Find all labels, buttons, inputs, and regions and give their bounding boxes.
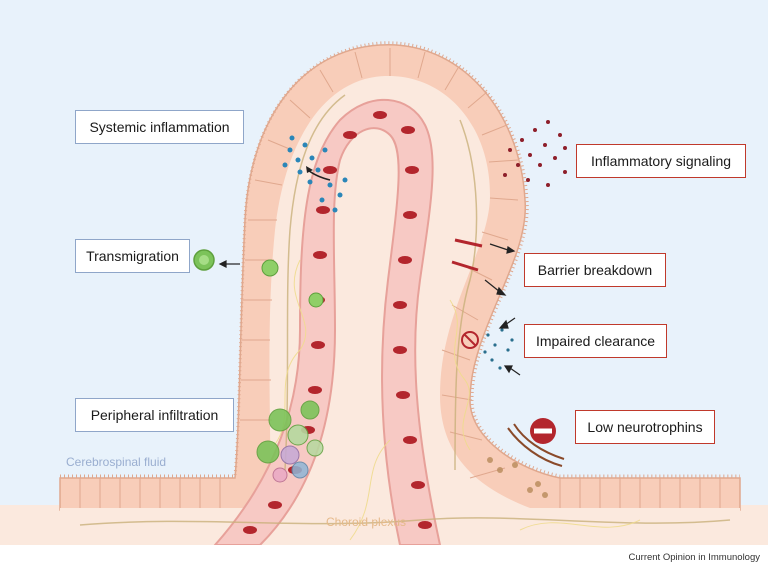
label-systemic-inflammation: Systemic inflammation xyxy=(75,110,244,144)
label-transmigration: Transmigration xyxy=(75,239,190,273)
region-label-csf: Cerebrospinal fluid xyxy=(66,455,167,469)
label-impaired-clearance: Impaired clearance xyxy=(524,324,667,358)
barrier-breakdown-marks xyxy=(451,238,483,272)
label-barrier-breakdown: Barrier breakdown xyxy=(524,253,666,287)
clearance-arrows xyxy=(498,317,521,376)
region-label-choroid-plexus: Choroid plexus xyxy=(326,515,407,529)
collagen-fibers xyxy=(79,94,731,526)
granules xyxy=(487,457,548,498)
systemic-arrowhead xyxy=(306,166,313,173)
clearance-block-icon xyxy=(461,331,479,349)
blood-vessel xyxy=(212,98,442,546)
label-inflammatory-signaling: Inflammatory signaling xyxy=(576,144,746,178)
cytokine-cluster xyxy=(282,135,348,213)
neurotrophin-arcs xyxy=(507,423,565,467)
infiltration-cluster xyxy=(256,400,324,483)
transmigration-arrow xyxy=(218,260,240,268)
label-low-neurotrophins: Low neurotrophins xyxy=(575,410,715,444)
inflammatory-dots xyxy=(503,120,567,187)
barrier-arrows xyxy=(484,243,516,296)
clearance-particles xyxy=(483,328,514,370)
label-peripheral-infiltration: Peripheral infiltration xyxy=(75,398,234,432)
microvilli-fringe xyxy=(60,41,740,478)
epithelial-cell-dividers xyxy=(59,48,721,508)
journal-credit: Current Opinion in Immunology xyxy=(628,552,760,563)
